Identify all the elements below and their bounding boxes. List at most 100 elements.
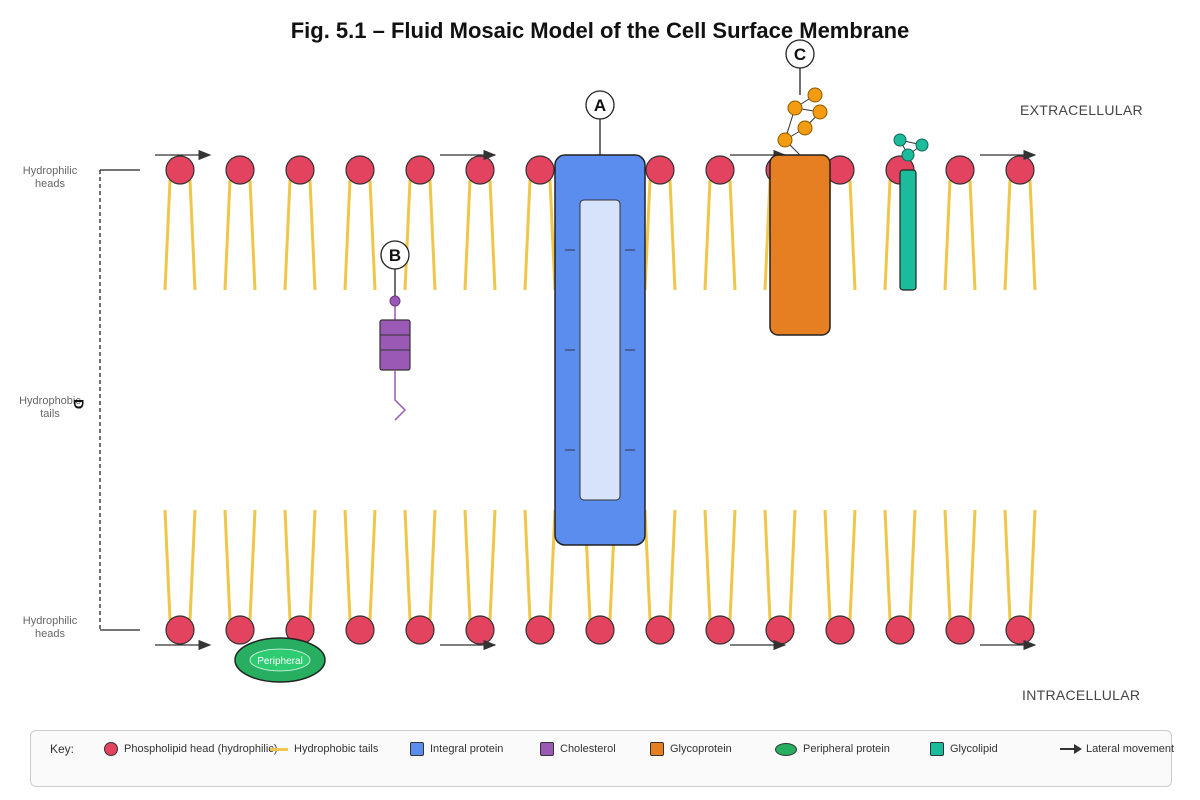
bottom-tail bbox=[908, 509, 917, 621]
bottom-heads-label: Hydrophilic heads bbox=[15, 615, 85, 641]
key-label: Integral protein bbox=[430, 743, 504, 755]
bottom-heads-label-line1: Hydrophilic bbox=[22, 615, 78, 627]
key-swatch bbox=[270, 747, 288, 751]
extracellular-label: EXTRACELLULAR bbox=[1020, 102, 1143, 118]
phospholipid-head bbox=[465, 155, 495, 185]
bottom-tail bbox=[368, 509, 377, 621]
bottom-tail bbox=[488, 509, 497, 621]
marker-a: A bbox=[585, 90, 615, 155]
top-tail bbox=[488, 179, 497, 291]
bottom-tail bbox=[968, 509, 977, 621]
top-tail bbox=[248, 179, 257, 291]
phospholipid-head bbox=[225, 155, 255, 185]
glycolipid bbox=[893, 133, 929, 291]
top-tail bbox=[1028, 179, 1037, 291]
top-tail bbox=[763, 179, 772, 291]
bottom-tail bbox=[463, 509, 472, 621]
phospholipid-head bbox=[465, 615, 495, 645]
intracellular-label: INTRACELLULAR bbox=[1022, 687, 1141, 703]
top-tail bbox=[283, 179, 292, 291]
top-tail bbox=[343, 179, 352, 291]
key-item: Integral protein bbox=[410, 742, 504, 757]
phospholipid-head bbox=[165, 615, 195, 645]
key-swatch bbox=[650, 742, 664, 757]
key-item: Phospholipid head (hydrophilic) bbox=[104, 742, 277, 757]
bottom-tail bbox=[703, 509, 712, 621]
bottom-tail bbox=[763, 509, 772, 621]
top-tail bbox=[523, 179, 532, 291]
key-swatch bbox=[540, 742, 554, 757]
top-tail bbox=[848, 179, 857, 291]
marker-a-label: A bbox=[594, 96, 606, 115]
phospholipid-head bbox=[825, 615, 855, 645]
bottom-tail bbox=[163, 509, 172, 621]
top-tail bbox=[728, 179, 737, 291]
phospholipid-head bbox=[765, 615, 795, 645]
key-swatch bbox=[1060, 744, 1082, 755]
top-tail bbox=[188, 179, 197, 291]
key-label: Glycolipid bbox=[950, 743, 998, 755]
key-swatch bbox=[104, 742, 118, 757]
phospholipid-head bbox=[645, 155, 675, 185]
top-tail bbox=[643, 179, 652, 291]
key-title: Key: bbox=[50, 742, 75, 756]
top-heads-label-line2: heads bbox=[35, 178, 65, 190]
tails-label: Hydrophobic tails bbox=[15, 395, 85, 421]
bottom-tail bbox=[1003, 509, 1012, 621]
glycoprotein bbox=[769, 87, 831, 336]
marker-c-label: C bbox=[794, 45, 806, 64]
bottom-tail bbox=[883, 509, 892, 621]
membrane-diagram: D A B bbox=[71, 39, 1037, 683]
phospholipid-bilayer bbox=[163, 155, 1037, 645]
phospholipid-head bbox=[285, 155, 315, 185]
cholesterol bbox=[379, 295, 411, 421]
phospholipid-head bbox=[705, 615, 735, 645]
phospholipid-head bbox=[645, 615, 675, 645]
bottom-tail bbox=[523, 509, 532, 621]
bottom-heads-label-line2: heads bbox=[35, 628, 65, 640]
marker-c: C bbox=[785, 39, 815, 95]
tails-label-line2: tails bbox=[40, 408, 60, 420]
key-item: Hydrophobic tails bbox=[270, 742, 378, 756]
bottom-tail bbox=[223, 509, 232, 621]
top-heads-label-line1: Hydrophilic bbox=[22, 165, 78, 177]
figure-title: Fig. 5.1 – Fluid Mosaic Model of the Cel… bbox=[290, 18, 910, 43]
bottom-tail bbox=[1028, 509, 1037, 621]
key-item: Glycolipid bbox=[930, 742, 998, 757]
top-tail bbox=[668, 179, 677, 291]
bottom-tail bbox=[823, 509, 832, 621]
top-tail bbox=[968, 179, 977, 291]
phospholipid-head bbox=[525, 615, 555, 645]
top-tail bbox=[163, 179, 172, 291]
key-item: Cholesterol bbox=[540, 742, 616, 757]
bottom-tail bbox=[728, 509, 737, 621]
phospholipid-head bbox=[945, 155, 975, 185]
marker-b-label: B bbox=[389, 246, 401, 265]
key-label: Peripheral protein bbox=[803, 743, 890, 755]
bottom-tail bbox=[668, 509, 677, 621]
phospholipid-head bbox=[345, 615, 375, 645]
key-swatch bbox=[410, 742, 424, 757]
phospholipid-head bbox=[525, 155, 555, 185]
phospholipid-head bbox=[885, 615, 915, 645]
key-label: Glycoprotein bbox=[670, 743, 732, 755]
bottom-tail bbox=[788, 509, 797, 621]
phospholipid-head bbox=[705, 155, 735, 185]
bottom-tail bbox=[343, 509, 352, 621]
key-swatch bbox=[930, 742, 944, 757]
phospholipid-head bbox=[1005, 615, 1035, 645]
top-tail bbox=[1003, 179, 1012, 291]
top-tail bbox=[548, 179, 557, 291]
phospholipid-head bbox=[345, 155, 375, 185]
key-item: Glycoprotein bbox=[650, 742, 732, 757]
top-tail bbox=[943, 179, 952, 291]
bottom-tail bbox=[428, 509, 437, 621]
peripheral-protein: Peripheral bbox=[234, 637, 326, 683]
phospholipid-head bbox=[585, 615, 615, 645]
key-label: Hydrophobic tails bbox=[294, 743, 379, 755]
phospholipid-head bbox=[945, 615, 975, 645]
phospholipid-head bbox=[405, 615, 435, 645]
bottom-tail bbox=[548, 509, 557, 621]
bottom-tail bbox=[943, 509, 952, 621]
top-tail bbox=[403, 179, 412, 291]
